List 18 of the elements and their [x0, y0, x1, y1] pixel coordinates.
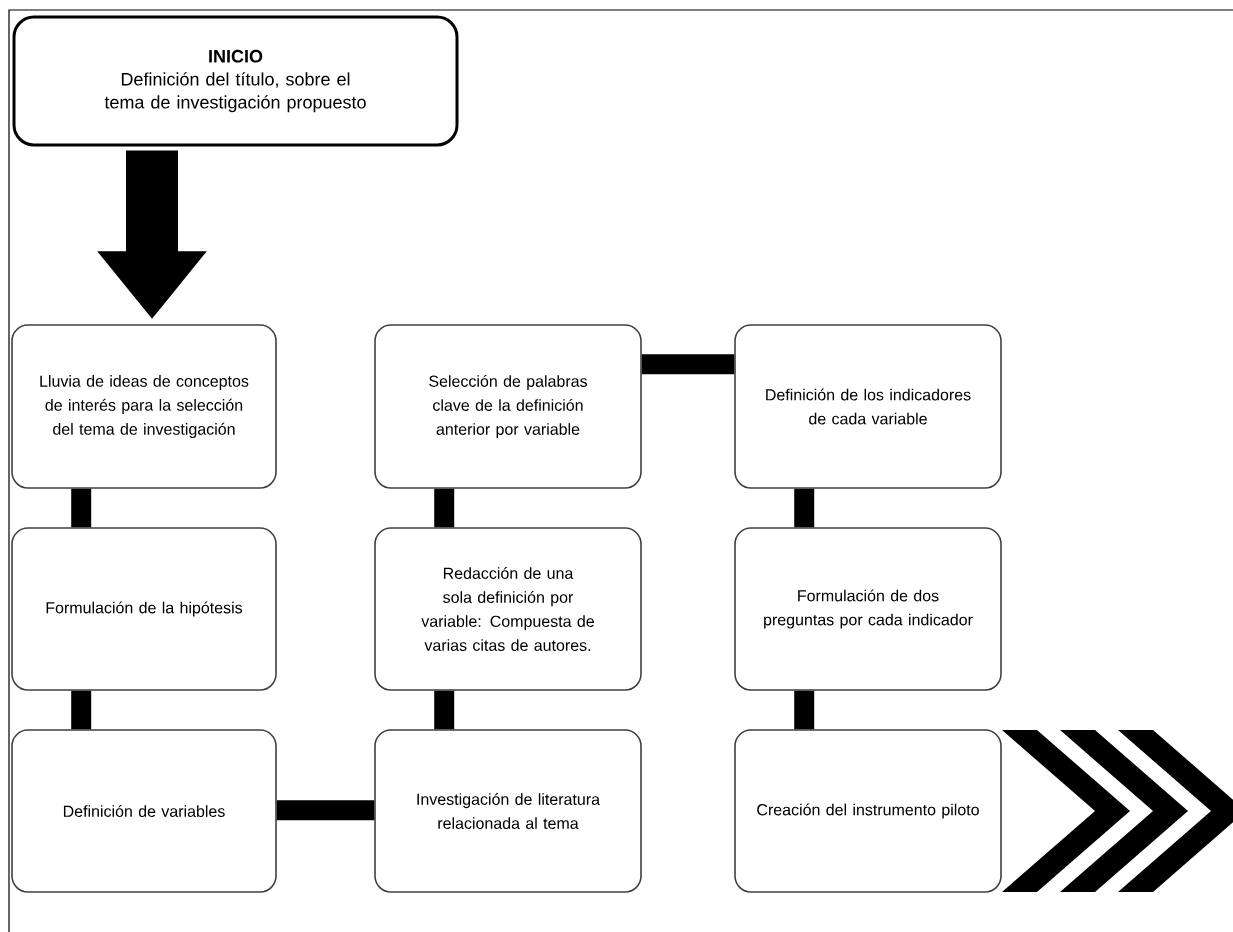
process-box: Formulación de la hipótesis — [11, 527, 277, 691]
process-box: Selección de palabras clave de la definición anterior por variable — [374, 324, 642, 489]
connector-bar — [434, 690, 455, 730]
process-box: Creación del instrumento piloto — [734, 729, 1002, 893]
connector-bar — [276, 800, 375, 821]
connector-bar — [794, 690, 815, 730]
process-box: Investigación de literatura relacionada al tema — [374, 729, 642, 893]
process-box: Definición de variables — [11, 729, 277, 893]
process-box: Formulación de dos preguntas por cada indicador — [734, 527, 1002, 691]
start-box: INICIO Definición del título, sobre el tema de investigación propuesto — [12, 15, 459, 147]
process-box: Redacción de una sola definición por variable: Compuesta de varias citas de autores. — [374, 527, 642, 691]
connector-bar — [434, 488, 455, 528]
process-box: Lluvia de ideas de conceptos de interés para la selección del tema de investigación — [11, 324, 277, 489]
connector-bar — [71, 488, 92, 528]
connector-bar — [71, 690, 92, 730]
connector-bar — [641, 354, 735, 375]
connector-bar — [794, 488, 815, 528]
process-box: Definición de los indicadores de cada variable — [734, 324, 1002, 489]
